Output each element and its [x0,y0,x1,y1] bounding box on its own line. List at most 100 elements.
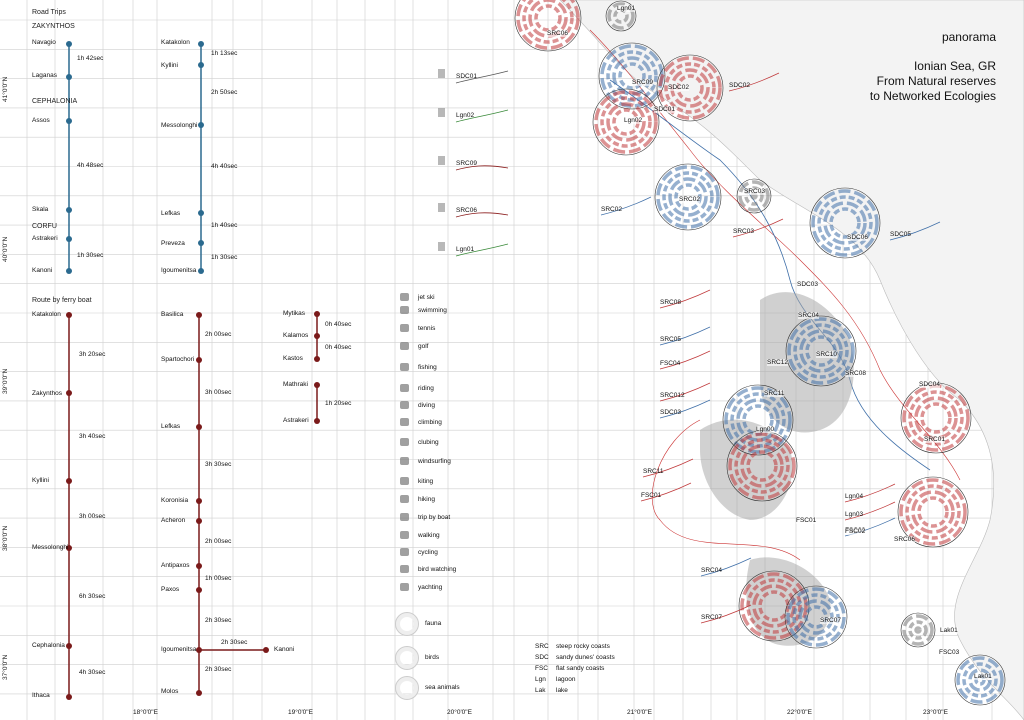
latitude-label: 37°0'0"N [2,654,9,680]
activity-icon [400,495,409,503]
site-ring-marker [664,62,716,114]
fauna-icon [395,612,419,636]
travel-time-label: 1h 00sec [205,575,232,582]
activity-icon [400,401,409,409]
site-ring-marker [968,668,992,692]
site-ring-marker [612,56,652,96]
site-ring-marker [522,0,574,44]
stop-label: Kalamos [283,332,309,339]
site-ring-marker [668,177,708,217]
site-ring-marker [786,587,846,647]
route-stop-marker [66,312,72,318]
site-ring-marker [829,207,861,239]
travel-time-label: 2h 00sec [205,538,232,545]
travel-time-label: 0h 40sec [325,321,352,328]
site-ring-marker [600,96,652,148]
elevation-profile [455,109,509,123]
map-site-label: SRC12 [767,359,788,366]
site-ring-marker [954,654,1006,706]
site-ring-marker [674,183,702,211]
route-stop-marker [66,643,72,649]
profile-label: SRC09 [456,160,477,167]
route-stop-marker [196,424,202,430]
route-stop-marker [314,311,320,317]
stop-label: Navagio [32,39,56,46]
coast-site-label: SRC012 [660,392,685,399]
longitude-label: 23°0'0"E [923,709,948,716]
coast-site-label: SRC02 [601,206,622,213]
route-stop-marker [314,418,320,424]
site-ring-marker [618,62,646,90]
fauna-label: sea animals [425,684,460,691]
route-stop-marker [196,690,202,696]
site-ring-marker [917,496,949,528]
route-stop-marker [198,240,204,246]
activity-label: trip by boat [418,514,451,521]
site-connector [728,72,780,92]
longitude-label: 19°0'0"E [288,709,313,716]
map-site-label: SRC10 [816,351,837,358]
site-connector [844,483,896,503]
activity-icon [400,583,409,591]
title-line1: Ionian Sea, GR [913,59,996,73]
coast-site-label: Lgn03 [845,511,864,518]
travel-time-label: 1h 40sec [211,222,238,229]
bird-icon [395,646,419,670]
activity-icon [400,324,409,332]
map-site-label: Lak01 [940,627,958,634]
coast-route-red [651,419,801,561]
route-stop-marker [198,62,204,68]
site-ring-marker [736,178,772,214]
map-site-label: SDC03 [797,281,818,288]
site-connector [659,399,711,419]
coast-site-label: SDC03 [660,409,681,416]
activity-label: diving [418,402,435,409]
travel-time-label: 3h 30sec [205,461,232,468]
route-stop-marker [66,478,72,484]
stop-label: Zakynthos [32,390,62,397]
activity-label: golf [418,343,429,350]
activity-icon [438,242,445,251]
route-stop-marker [66,236,72,242]
site-ring-marker [746,450,778,482]
site-ring-marker [658,56,722,120]
map-site-label: Lgn02 [624,117,643,124]
stop-label: Koronisia [161,497,189,504]
route-stop-marker [196,498,202,504]
route-stop-marker [66,390,72,396]
map-site-label: Lak01 [974,673,992,680]
route-stop-marker [66,694,72,700]
map-site-label: FSC02 [845,528,866,535]
site-ring-marker [758,590,790,622]
travel-time-label: 3h 20sec [79,351,106,358]
stop-label: Astrakeri [283,417,309,424]
activity-icon [400,418,409,426]
site-ring-marker [598,42,666,110]
longitude-label: 18°0'0"E [133,709,158,716]
map-site-label: SRC06 [547,30,568,37]
coast-site-label: SRC04 [701,567,722,574]
site-ring-marker [528,0,568,38]
site-ring-marker [785,315,857,387]
travel-time-label: 4h 48sec [77,162,104,169]
stop-label: Antipaxos [161,562,190,569]
coast-site-label: SRC11 [643,468,664,475]
map-site-label: SDC01 [654,106,675,113]
coast-site-label: SRC03 [733,228,754,235]
elevation-profile [455,165,509,171]
map-site-label: SDC02 [668,84,689,91]
title-word: panorama [941,30,996,44]
legend-code: Lak [535,687,546,694]
travel-time-label: 3h 40sec [79,433,106,440]
ferry-heading: Route by ferry boat [32,297,92,304]
site-ring-marker [908,390,964,446]
site-ring-marker [607,2,635,30]
map-site-label: SRC09 [632,79,653,86]
activity-icon [400,293,409,301]
title-line2: From Natural reserves [876,74,996,88]
site-connector [889,221,941,241]
section-zakynthos: ZAKYNTHOS [32,23,75,30]
route-stop-marker [314,333,320,339]
